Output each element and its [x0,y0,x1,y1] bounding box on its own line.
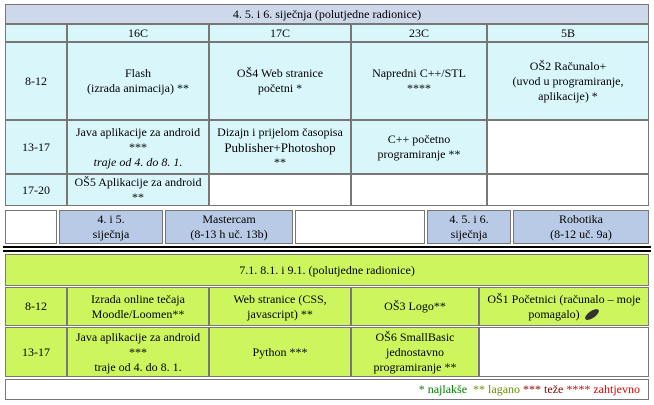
room-label: 5B [560,25,575,40]
course-line: Java aplikacije za android [75,124,201,139]
course-line: (izrada animacija) ** [87,81,189,95]
course-line: Mastercam [202,212,256,226]
room-label: 16C [127,25,148,40]
time-label: 8-12 [25,73,47,88]
room-header-17c: 17C [209,24,351,42]
course-line: ** [132,190,144,204]
course-cell: OŠ5 Aplikacije za android ** [67,174,209,206]
course-cell: OŠ4 Web stranice početni * [209,42,351,120]
header-empty-cell [5,24,67,42]
empty-cell [209,174,351,206]
course-cell: Web stranice (CSS, javascript) ** [209,287,351,326]
course-line: traje od 4. do 8. 1. [94,359,182,374]
course-cell: OŠ1 Početnici (računalo – moje pomagalo) [479,287,649,326]
course-line: *** [129,344,147,359]
date-cell: 4. 5. i 6. siječnja [427,210,511,244]
room-header-23c: 23C [351,24,487,42]
course-line: Moodle/Loomen** [91,306,185,321]
course-line: OŠ4 Web stranice [236,66,324,80]
empty-cell [5,210,57,244]
course-cell: Dizajn i prijelom časopisa Publisher+Pho… [209,120,351,174]
course-line: (8-13 h uč. 13b) [190,227,268,241]
room-label: 17C [269,25,290,40]
course-line: OŠ3 Logo** [384,299,446,313]
top-section-title: 4. 5. i 6. siječnja (polutjedne radionic… [5,4,649,24]
legend-demanding: **** zahtjevno [563,382,640,396]
date-line: siječnja [92,227,130,241]
legend-easy: ** lagano [467,382,521,396]
empty-cell [487,120,649,174]
mastercam-cell: Mastercam (8-13 h uč. 13b) [165,210,293,244]
course-line: OŠ6 SmallBasic [375,329,455,344]
date-cell: 4. i 5. siječnja [59,210,163,244]
course-line: OŠ1 Početnici (računalo – moje [487,291,641,306]
empty-cell [479,327,649,377]
course-line: Publisher+Photoshop [224,139,336,155]
date-line: 4. 5. i 6. siječnja [449,212,489,241]
course-line: OŠ5 Aplikacije za android [74,175,202,189]
course-cell: OŠ6 SmallBasic jednostavno programiranje… [351,327,479,377]
divider-line [3,250,651,252]
course-cell: Izrada online tečaja Moodle/Loomen** [67,287,209,326]
course-cell: Napredni C++/STL **** [351,42,487,120]
course-line: Java aplikacije za android [75,329,201,344]
difficulty-legend: * najlakše ** lagano *** teže **** zahtj… [5,379,649,400]
room-header-5b: 5B [487,24,649,42]
bottom-section-title: 7.1. 8.1. i 9.1. (polutjedne radionice) [5,254,649,286]
date-line: 4. i 5. [97,212,125,226]
room-label: 23C [408,25,429,40]
course-line: C++ početno [387,132,451,146]
course-cell: Python *** [209,327,351,377]
course-cell: Java aplikacije za android *** traje od … [67,120,209,174]
divider-line [3,246,651,248]
course-line: ** [274,154,286,169]
course-line-with-icon: pomagalo) [528,306,601,323]
legend-easiest: * najlakše [418,382,468,396]
course-line: početni * [257,81,303,95]
course-cell: Java aplikacije za android *** traje od … [67,327,209,377]
course-line: aplikacije) * [538,88,598,103]
course-line: programiranje ** [373,359,457,374]
course-line: javascript) ** [247,306,313,321]
course-line: *** [129,139,147,154]
time-cell: 13-17 [5,327,67,377]
course-line: **** [407,81,431,95]
room-header-16c: 16C [67,24,209,42]
course-line: (uvod u programiranje, [512,73,624,88]
time-label: 8-12 [25,299,47,313]
time-cell: 17-20 [5,174,67,206]
course-line: Robotika [559,212,603,226]
course-line: Napredni C++/STL [372,66,466,80]
time-label: 13-17 [22,344,50,359]
time-cell: 13-17 [5,120,67,174]
course-line: Flash [124,66,151,80]
course-cell: Flash (izrada animacija) ** [67,42,209,120]
robotika-cell: Robotika (8-12 uč. 9a) [513,210,649,244]
course-note: traje od 4. do 8. 1. [93,154,183,169]
empty-cell [487,174,649,206]
time-label: 17-20 [22,182,50,197]
course-line: Dizajn i prijelom časopisa [217,124,343,139]
course-line: (8-12 uč. 9a) [550,227,612,241]
course-cell: C++ početno programiranje ** [351,120,487,174]
top-title-text: 4. 5. i 6. siječnja (polutjedne radionic… [232,6,422,21]
course-line: Izrada online tečaja [91,291,185,306]
empty-cell [295,210,425,244]
course-cell: OŠ2 Računalo+ (uvod u programiranje, apl… [487,42,649,120]
course-line: pomagalo) [528,306,580,321]
course-line: OŠ2 Računalo+ [529,58,607,73]
course-cell: OŠ3 Logo** [351,287,479,326]
course-line: Web stranice (CSS, [233,291,327,306]
empty-cell [351,174,487,206]
pen-icon [583,307,601,323]
legend-harder: *** teže [520,382,564,396]
bottom-title-text: 7.1. 8.1. i 9.1. (polutjedne radionice) [239,262,415,277]
course-line: programiranje ** [377,147,461,161]
time-cell: 8-12 [5,287,67,326]
course-line: jednostavno [386,344,444,359]
course-line: Python *** [252,344,308,359]
time-label: 13-17 [22,139,50,154]
time-cell: 8-12 [5,42,67,120]
